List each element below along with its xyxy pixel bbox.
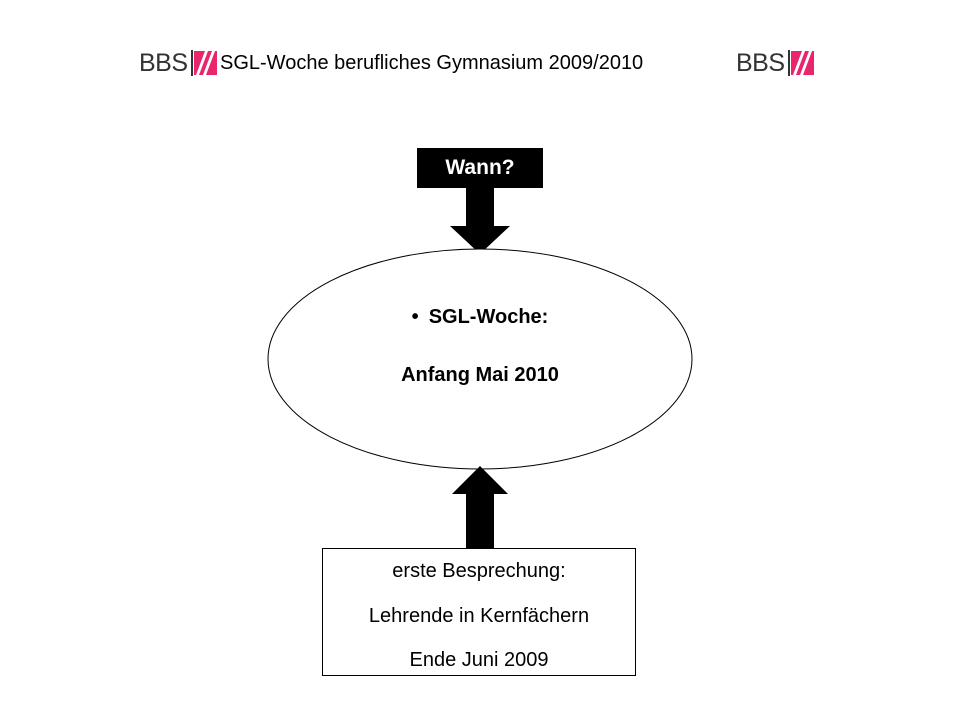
- logo-text: BBS: [139, 48, 188, 77]
- center-heading-row: • SGL-Woche:: [268, 306, 692, 329]
- meeting-box: erste Besprechung: Lehrende in Kernfäche…: [322, 548, 636, 676]
- page-header: BBS SGL-Woche berufliches Gymnasium 2009…: [0, 46, 960, 80]
- bullet-dot-icon: •: [411, 306, 419, 328]
- bbs-logo-left: BBS: [139, 46, 217, 80]
- question-label: Wann?: [417, 148, 543, 188]
- center-date: Anfang Mai 2010: [401, 364, 559, 386]
- bbs-logo-icon: [193, 51, 217, 75]
- page-title: SGL-Woche berufliches Gymnasium 2009/201…: [220, 52, 644, 74]
- arrow-down-icon: [450, 188, 510, 254]
- bbs-logo-right: BBS: [736, 46, 814, 80]
- center-ellipse: [267, 248, 693, 470]
- meeting-line-3: Ende Juni 2009: [409, 649, 549, 671]
- center-heading: SGL-Woche:: [428, 306, 549, 328]
- arrow-up-icon: [452, 466, 508, 548]
- logo-text: BBS: [736, 48, 785, 77]
- meeting-line-1: erste Besprechung:: [392, 560, 566, 582]
- meeting-line-2: Lehrende in Kernfächern: [368, 605, 590, 627]
- bbs-logo-icon: [790, 51, 814, 75]
- logo-divider: [787, 50, 790, 76]
- logo-divider: [190, 50, 193, 76]
